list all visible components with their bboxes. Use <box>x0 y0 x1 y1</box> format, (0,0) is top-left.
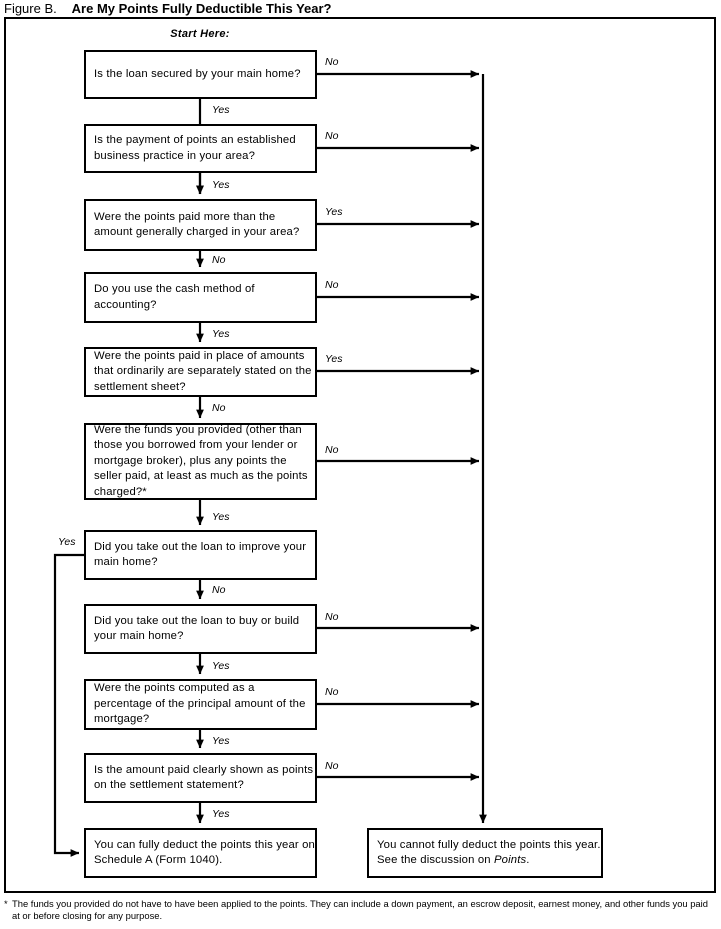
decision-text: Did you take out the loan to improve you… <box>94 540 307 569</box>
outcome-text-part-a: You cannot fully deduct the points this … <box>377 838 601 867</box>
edge-label-q1-yes: Yes <box>212 104 230 116</box>
edge-label-q9-no: No <box>325 686 339 698</box>
decision-text: Is the payment of points an established … <box>94 134 296 162</box>
edge-label-q2-yes: Yes <box>212 179 230 191</box>
footnote: * The funds you provided do not have to … <box>4 898 718 923</box>
decision-box-q8[interactable]: Did you take out the loan to buy or buil… <box>84 604 317 654</box>
outcome-box-deductible[interactable]: You can fully deduct the points this yea… <box>84 828 317 878</box>
outcome-text-italic: Points <box>493 854 527 866</box>
edge-label-q10-yes: Yes <box>212 808 230 820</box>
edge-label-q5-yes: Yes <box>325 353 343 365</box>
edge-label-q4-no: No <box>325 279 339 291</box>
figure-border <box>4 17 716 893</box>
decision-box-q7[interactable]: Did you take out the loan to improve you… <box>84 530 317 580</box>
decision-text: Were the funds you provided (other than … <box>94 423 308 498</box>
figure-number: Figure B. <box>4 1 57 16</box>
decision-text: Were the points computed as a percentage… <box>94 682 306 726</box>
edge-label-q2-no: No <box>325 130 339 142</box>
edge-label-q5-no: No <box>212 402 226 414</box>
footnote-text: The funds you provided do not have to ha… <box>12 898 708 922</box>
edge-label-q8-yes: Yes <box>212 660 230 672</box>
edge-label-q9-yes: Yes <box>212 735 230 747</box>
outcome-text-part-b: . <box>526 854 530 866</box>
decision-box-q5[interactable]: Were the points paid in place of amounts… <box>84 347 317 397</box>
decision-box-q1[interactable]: Is the loan secured by your main home? <box>84 50 317 99</box>
edge-label-q3-no: No <box>212 254 226 266</box>
decision-text: Were the points paid in place of amounts… <box>94 349 312 393</box>
edge-label-q1-no: No <box>325 56 339 68</box>
decision-text: Is the amount paid clearly shown as poin… <box>94 763 314 792</box>
decision-box-q10[interactable]: Is the amount paid clearly shown as poin… <box>84 753 317 803</box>
decision-box-q2[interactable]: Is the payment of points an established … <box>84 124 317 173</box>
decision-text: Is the loan secured by your main home? <box>94 67 301 80</box>
edge-label-q7-yes: Yes <box>58 536 76 548</box>
start-here-label: Start Here: <box>170 28 230 40</box>
decision-box-q9[interactable]: Were the points computed as a percentage… <box>84 679 317 730</box>
edge-label-q4-yes: Yes <box>212 328 230 340</box>
footnote-marker: * <box>4 898 8 909</box>
page-title: Are My Points Fully Deductible This Year… <box>71 1 332 16</box>
outcome-text: You can fully deduct the points this yea… <box>94 838 315 867</box>
edge-label-q10-no: No <box>325 760 339 772</box>
edge-label-q6-no: No <box>325 444 339 456</box>
outcome-text: You cannot fully deduct the points this … <box>369 838 601 869</box>
outcome-box-not-deductible[interactable]: You cannot fully deduct the points this … <box>367 828 603 878</box>
decision-box-q3[interactable]: Were the points paid more than the amoun… <box>84 199 317 251</box>
decision-text: Do you use the cash method of accounting… <box>94 283 255 311</box>
edge-label-q8-no: No <box>325 611 339 623</box>
decision-text: Did you take out the loan to buy or buil… <box>94 614 300 643</box>
edge-label-q3-yes: Yes <box>325 206 343 218</box>
edge-label-q7-no: No <box>212 584 226 596</box>
decision-text: Were the points paid more than the amoun… <box>94 210 300 239</box>
decision-box-q4[interactable]: Do you use the cash method of accounting… <box>84 272 317 323</box>
edge-label-q6-yes: Yes <box>212 511 230 523</box>
figure-title: Figure B. Are My Points Fully Deductible… <box>4 0 717 17</box>
decision-box-q6[interactable]: Were the funds you provided (other than … <box>84 423 317 500</box>
